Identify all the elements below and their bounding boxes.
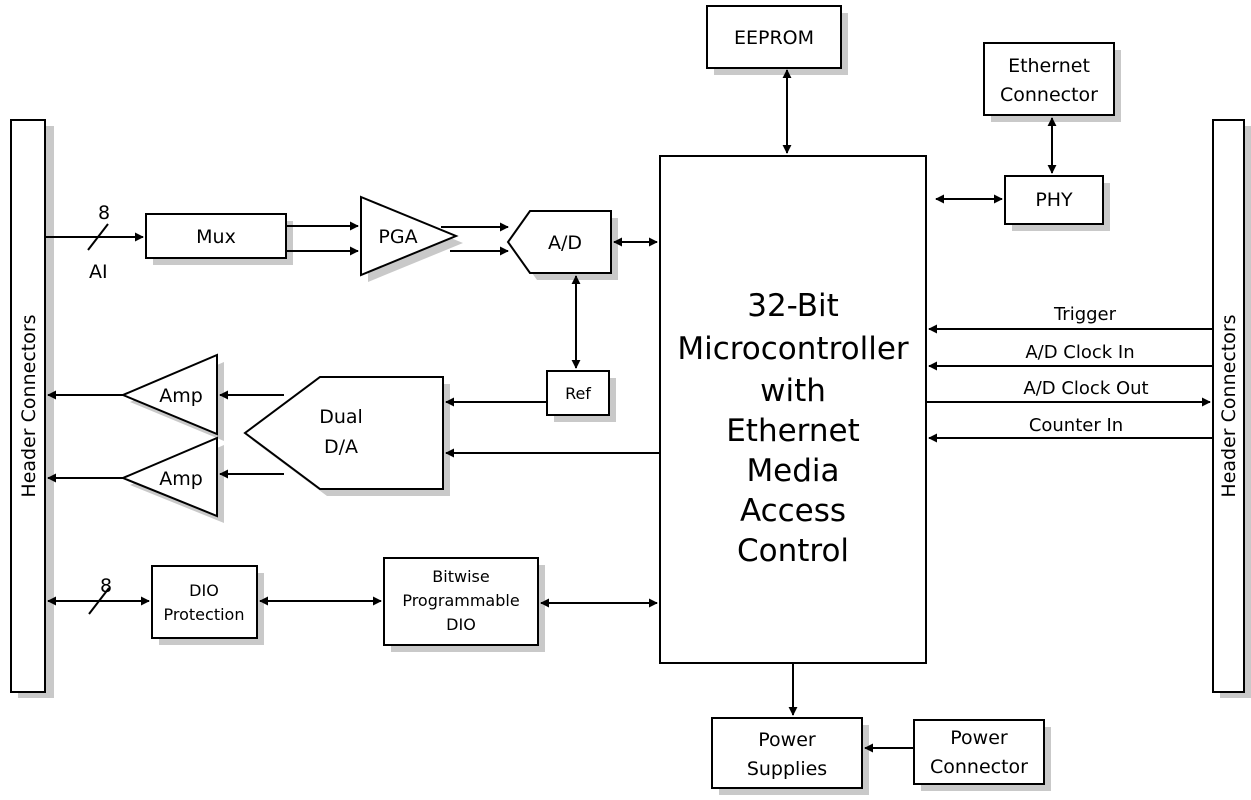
ai-label: AI [89,261,108,283]
phy-block: PHY [1004,175,1110,231]
mcu-label-line7: Control [737,533,849,569]
mcu-label-line2: Microcontroller [677,331,909,367]
ai-bus-slash [87,223,109,251]
ref-block: Ref [546,370,616,422]
ad-clock-out-label: A/D Clock Out [1023,378,1148,399]
pga-block: PGA [360,195,463,282]
bitwise-dio-block: Bitwise Programmable DIO [383,557,545,652]
amp-top-label: Amp [159,385,203,407]
mcu-label-line6: Access [740,493,846,529]
mux-label: Mux [196,226,236,248]
counter-in-label: Counter In [1029,415,1123,436]
header-connectors-right: Header Connectors [1212,119,1251,698]
ad-label: A/D [548,232,582,254]
amp-bottom-block: Amp [120,436,224,523]
mcu-label-line3: with [760,373,826,409]
phy-label: PHY [1035,189,1073,211]
dio-protection-block: DIO Protection [151,565,264,645]
power-connector-label-line1: Power [950,727,1008,749]
mux-block: Mux [145,213,293,265]
pga-label: PGA [378,226,417,248]
dio-protection-label-line1: DIO [189,581,219,600]
header-connectors-left: Header Connectors [10,119,54,698]
power-connector-block: Power Connector [913,719,1051,791]
ai-bus-width: 8 [98,202,110,224]
bitwise-dio-label-line1: Bitwise [432,567,489,586]
dual-da-label-line1: Dual [319,406,363,428]
dio-bus-width: 8 [100,575,112,597]
microcontroller-block: 32-Bit Microcontroller with Ethernet Med… [659,155,927,664]
ethernet-connector-label-line2: Connector [1000,84,1098,106]
connections: 8 AI 8 Trigger A/D Cl [45,69,1213,753]
power-supplies-block: Power Supplies [711,717,869,795]
amp-bottom-label: Amp [159,468,203,490]
power-supplies-label-line1: Power [758,729,816,751]
ethernet-connector-label-line1: Ethernet [1008,55,1090,77]
ad-clock-in-label: A/D Clock In [1025,342,1134,363]
bitwise-dio-label-line3: DIO [446,615,476,634]
header-connectors-right-label: Header Connectors [1218,314,1240,497]
trigger-label: Trigger [1053,304,1117,325]
mcu-label-line1: 32-Bit [747,288,839,324]
mcu-label-line4: Ethernet [726,413,860,449]
bitwise-dio-label-line2: Programmable [402,591,519,610]
dio-protection-label-line2: Protection [164,605,245,624]
eeprom-block: EEPROM [706,5,848,75]
header-connectors-left-label: Header Connectors [18,314,40,497]
power-connector-label-line2: Connector [930,756,1028,778]
power-supplies-label-line2: Supplies [747,758,827,780]
dual-da-block: Dual D/A [243,376,450,496]
ad-converter-block: A/D [506,210,618,280]
ethernet-connector-block: Ethernet Connector [983,42,1121,122]
eeprom-label: EEPROM [734,27,814,49]
dio-bus-slash [88,587,110,615]
amp-top-block: Amp [120,353,224,441]
dual-da-label-line2: D/A [324,436,358,458]
ref-label: Ref [565,384,591,403]
mcu-label-line5: Media [746,453,839,489]
